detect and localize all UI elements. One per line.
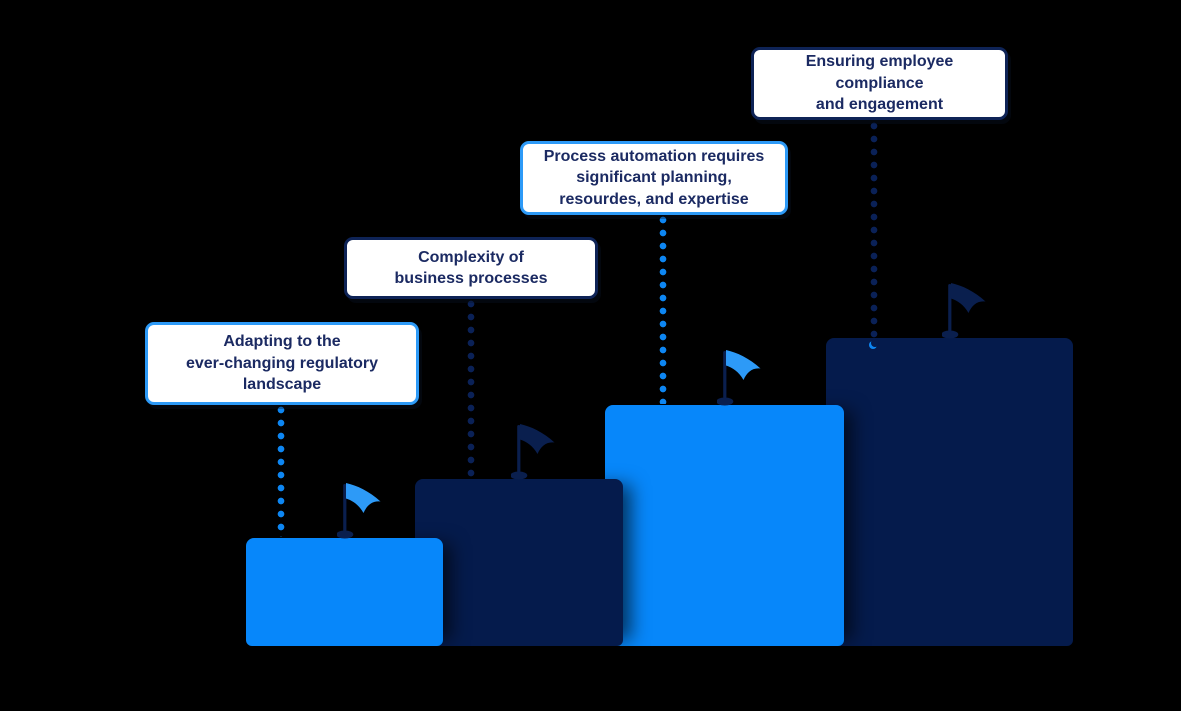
callout-text-step-3: Process automation requires significant …	[543, 147, 765, 208]
callout-box-step-2: Complexity of business processes	[344, 237, 598, 299]
callout-box-step-4: Ensuring employee compliance and engagem…	[751, 47, 1008, 120]
callout-text-step-1: Adapting to the ever-changing regulatory…	[185, 333, 379, 394]
connector-end-dot-cover	[871, 339, 879, 347]
flag-icon-step-2	[511, 424, 555, 480]
dotted-connector-step-4	[870, 122, 878, 338]
callout-text-step-2: Complexity of business processes	[394, 248, 548, 288]
step-bar-3	[605, 405, 844, 646]
flag-icon-step-4	[942, 283, 986, 339]
dotted-connector-step-2	[467, 300, 475, 479]
step-bar-4	[826, 338, 1073, 646]
dotted-connector-step-1	[277, 406, 285, 537]
step-bar-1	[246, 538, 443, 646]
flag-icon-step-1	[337, 483, 381, 539]
callout-box-step-1: Adapting to the ever-changing regulatory…	[145, 322, 419, 405]
step-bar-2	[415, 479, 623, 646]
callout-box-step-3: Process automation requires significant …	[520, 141, 788, 215]
flag-icon-step-3	[717, 350, 761, 406]
dotted-connector-step-3	[659, 216, 667, 404]
callout-text-step-4: Ensuring employee compliance and engagem…	[805, 53, 954, 114]
